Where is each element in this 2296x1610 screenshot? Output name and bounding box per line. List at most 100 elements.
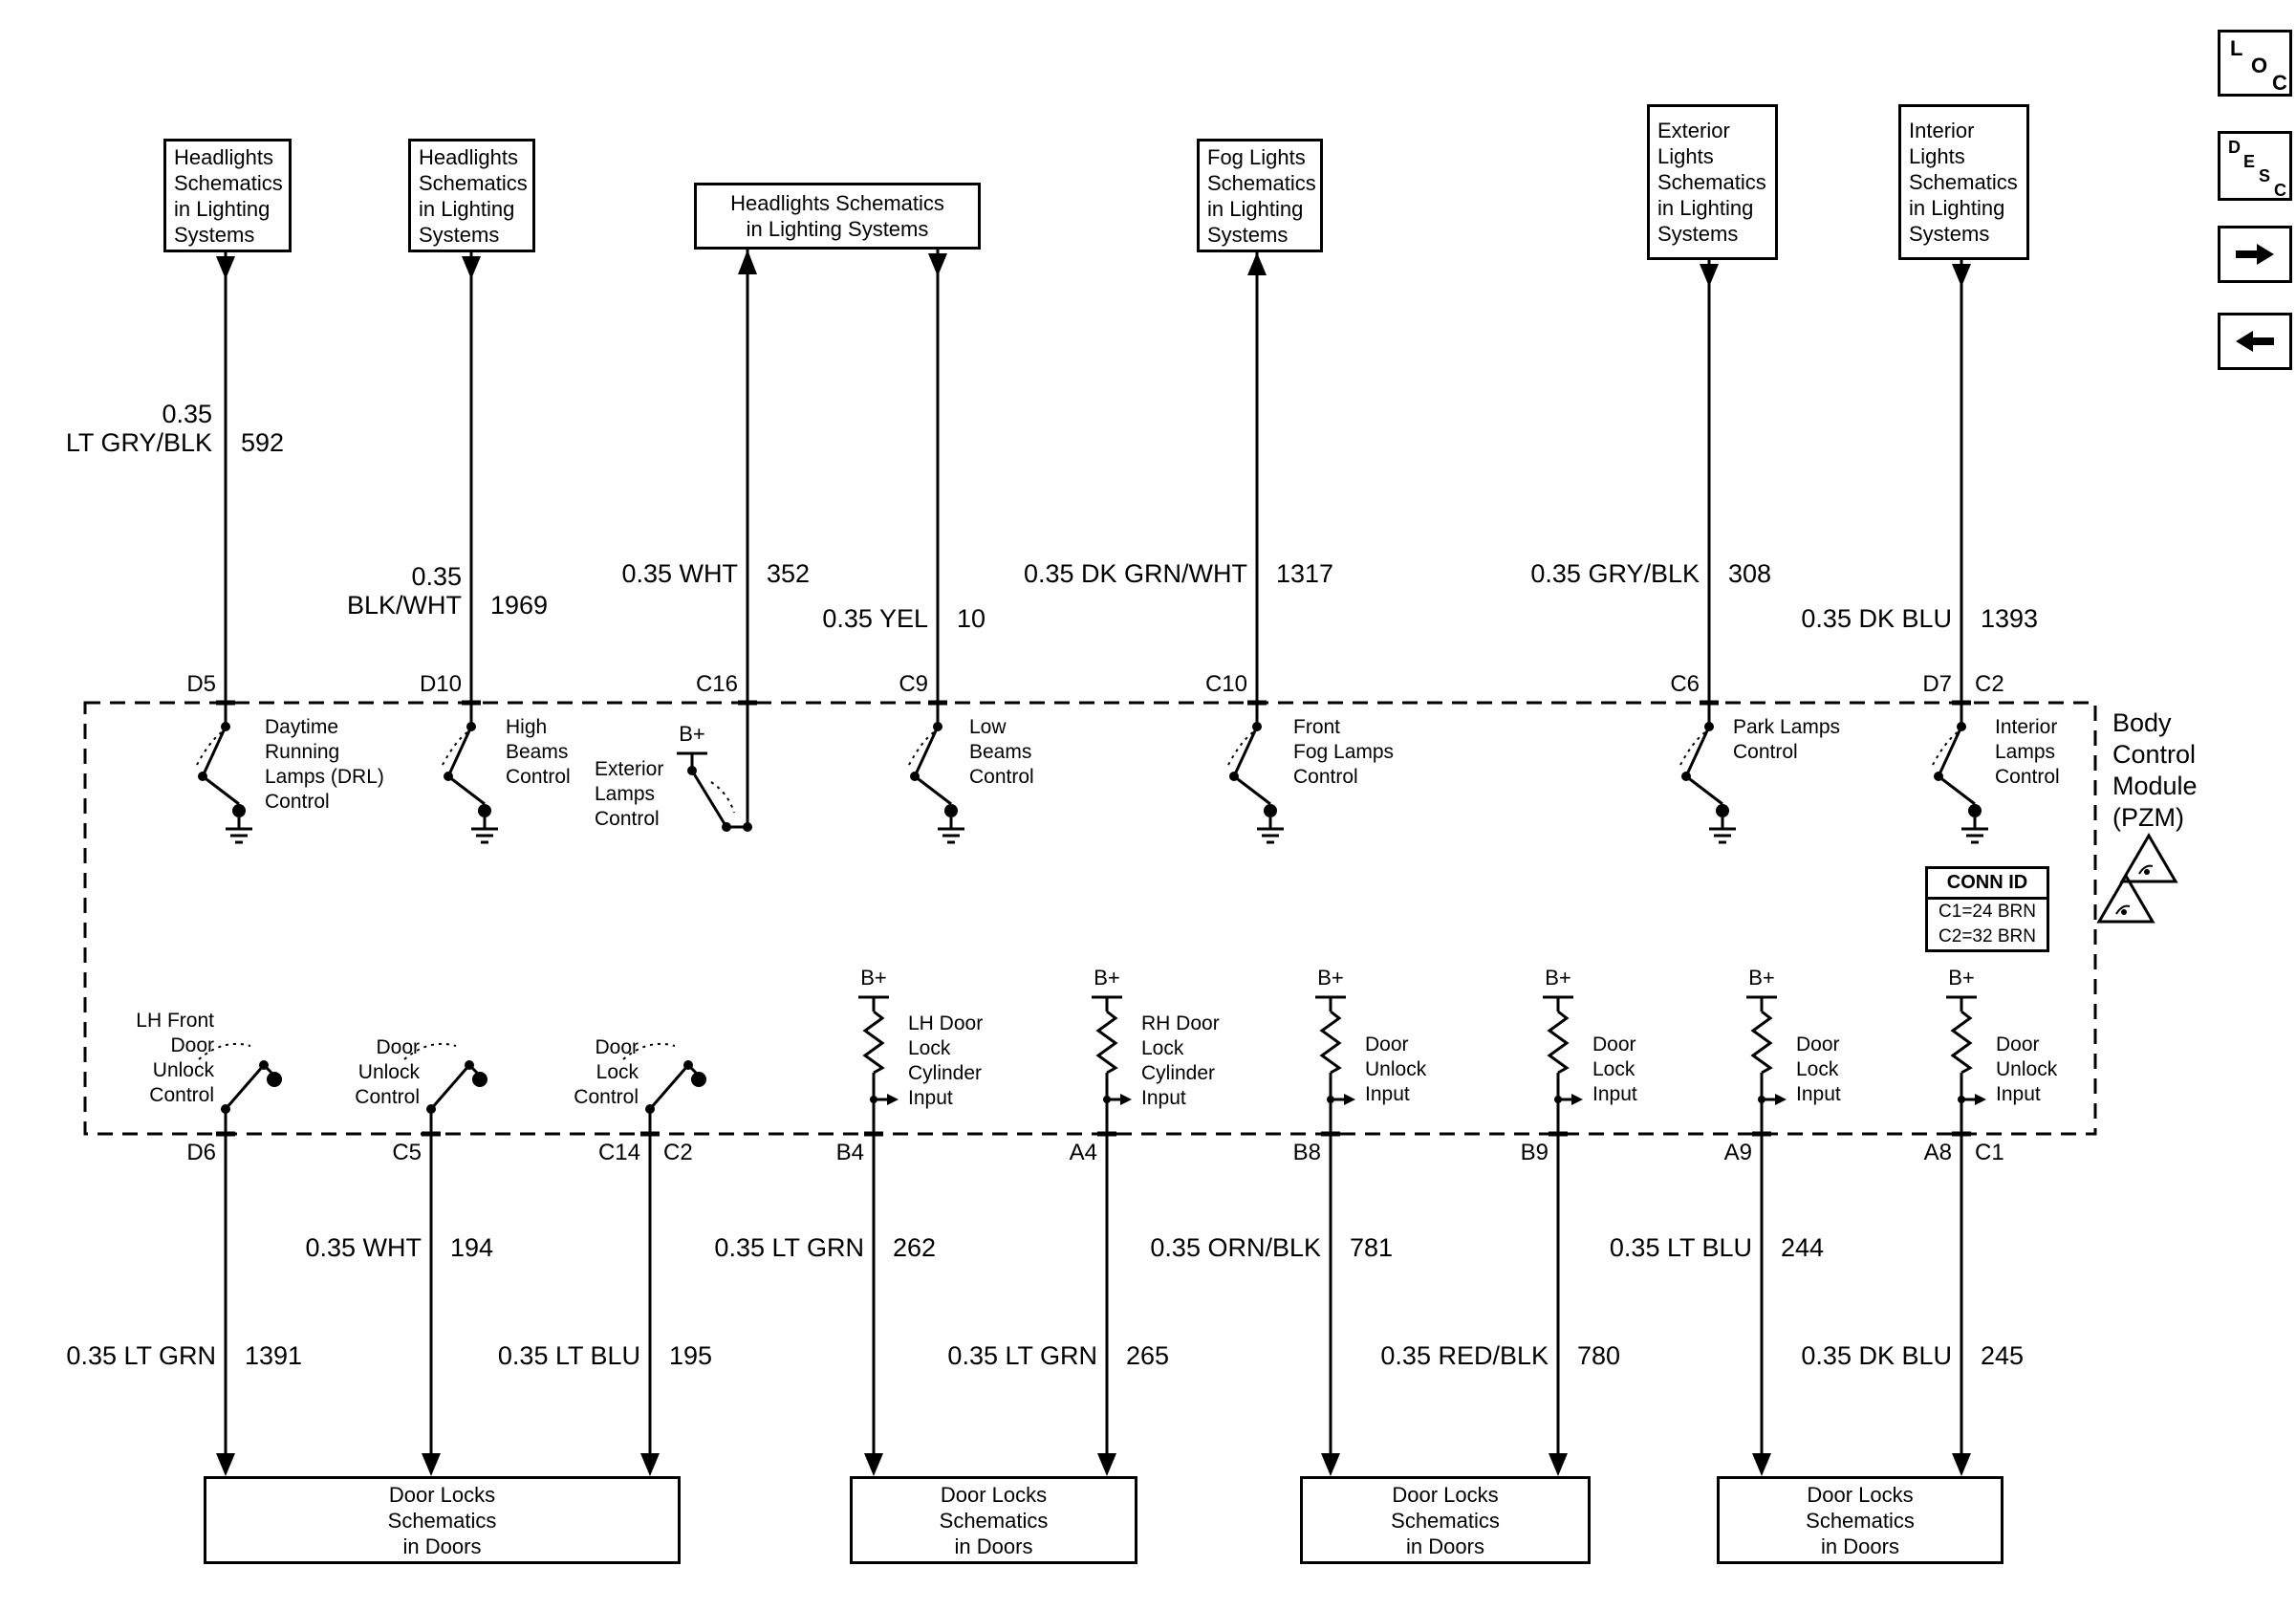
wire-c5-door-unlock <box>403 1042 487 1476</box>
wire-label: 0.35 RED/BLK <box>1380 1341 1549 1370</box>
wire-label: 0.35 DK BLU <box>1801 1341 1952 1370</box>
wire-label: 0.35 WHT <box>305 1233 422 1262</box>
ref-door-locks-schematics-2[interactable]: Door Locks Schematics in Doors <box>850 1476 1137 1564</box>
circuit-number: 245 <box>1981 1341 2025 1370</box>
pin-c14: C14 <box>597 1140 640 1165</box>
wire-c10-front-fog <box>1227 252 1284 844</box>
bplus-label: B+ <box>1748 966 1775 990</box>
ref-headlights-schematics-2[interactable]: Headlights Schematics in Lighting System… <box>408 139 535 252</box>
label-door-lock-input-2: Door Lock Input <box>1796 1033 1841 1105</box>
wire-d5-drl <box>196 252 252 844</box>
circuit-number: 780 <box>1577 1341 1621 1370</box>
desc-letter: C <box>2274 181 2286 200</box>
label-door-unlock-input-1: Door Unlock Input <box>1365 1033 1427 1105</box>
desc-letter: S <box>2259 166 2271 185</box>
ref-door-locks-schematics-4[interactable]: Door Locks Schematics in Doors <box>1717 1476 2004 1564</box>
circuit-number: 195 <box>669 1341 713 1370</box>
label-drl-control: Daytime Running Lamps (DRL) Control <box>265 716 384 813</box>
ref-door-locks-schematics-3[interactable]: Door Locks Schematics in Doors <box>1300 1476 1591 1564</box>
pin-c16: C16 <box>695 671 738 697</box>
wire-c6-park-lamps <box>1679 260 1736 844</box>
wire-d10-high-beams <box>442 252 498 844</box>
pin-c2-bottom: C2 <box>663 1140 693 1165</box>
pin-b4: B4 <box>835 1140 864 1165</box>
ref-door-locks-schematics-1[interactable]: Door Locks Schematics in Doors <box>204 1476 681 1564</box>
wire-c14-door-lock <box>622 1042 706 1476</box>
circuit-number: 244 <box>1781 1233 1825 1262</box>
circuit-number: 262 <box>893 1233 937 1262</box>
conn-id-c2: C2=32 BRN <box>1939 926 2036 946</box>
bplus-label: B+ <box>1948 966 1975 990</box>
pin-c10: C10 <box>1204 671 1247 697</box>
label-interior-lamps-control: Interior Lamps Control <box>1995 716 2060 788</box>
arrow-right-icon <box>2236 244 2274 265</box>
label-exterior-lamps-control: Exterior Lamps Control <box>595 758 664 830</box>
pin-a8: A8 <box>1923 1140 1952 1165</box>
pin-c1: C1 <box>1975 1140 2004 1165</box>
wire-b4-lh-cylinder-input <box>858 995 899 1476</box>
wire-label: 0.35 DK GRN/WHT <box>1023 559 1247 588</box>
pin-c5: C5 <box>392 1140 422 1165</box>
desc-letter: E <box>2243 152 2256 171</box>
circuit-number: 10 <box>957 604 986 633</box>
conn-id-box: CONN ID C1=24 BRN C2=32 BRN <box>1925 866 2049 952</box>
label-rh-cylinder-input: RH Door Lock Cylinder Input <box>1141 1012 1220 1109</box>
wire-label: 0.35 LT BLU <box>497 1341 640 1370</box>
label-door-unlock-input-2: Door Unlock Input <box>1996 1033 2058 1105</box>
next-page-button[interactable] <box>2218 226 2292 283</box>
desc-letter: D <box>2228 138 2241 157</box>
label-door-lock-input-1: Door Lock Input <box>1592 1033 1637 1105</box>
ref-fog-lights-schematics[interactable]: Fog Lights Schematics in Lighting System… <box>1197 139 1323 252</box>
circuit-number: 592 <box>241 428 285 457</box>
loc-letter: L <box>2230 36 2243 60</box>
loc-letter: O <box>2251 54 2268 77</box>
wire-c16-exterior-lamps <box>677 250 757 832</box>
label-front-fog-control: Front Fog Lamps Control <box>1293 716 1395 788</box>
ref-headlights-schematics-wide[interactable]: Headlights Schematics in Lighting System… <box>694 183 981 250</box>
module-name: Body Control Module (PZM) <box>2112 708 2198 832</box>
circuit-number: 1391 <box>245 1341 303 1370</box>
wire-label: 0.35 LT GRN <box>947 1341 1097 1370</box>
ref-exterior-lights-schematics[interactable]: Exterior Lights Schematics in Lighting S… <box>1647 104 1778 260</box>
circuit-number: 1317 <box>1276 559 1334 588</box>
wire-b9-door-lock-input <box>1543 995 1583 1476</box>
wire-b8-door-unlock-input <box>1315 995 1355 1476</box>
loc-button[interactable]: L O C <box>2218 30 2292 97</box>
circuit-number: 1969 <box>490 591 549 620</box>
wire-label: 0.35 LT GRY/BLK <box>65 400 212 457</box>
bplus-label: B+ <box>1094 966 1120 990</box>
label-lh-front-door-unlock: LH Front Door Unlock Control <box>136 1010 214 1106</box>
wire-label: 0.35 BLK/WHT <box>346 562 462 620</box>
pin-b8: B8 <box>1292 1140 1321 1165</box>
module-dashed-outline <box>83 701 2097 1136</box>
wire-label: 0.35 LT GRN <box>66 1341 216 1370</box>
desc-button[interactable]: D E S C <box>2218 131 2292 201</box>
label-door-unlock-control: Door Unlock Control <box>355 1036 420 1108</box>
previous-page-button[interactable] <box>2218 313 2292 370</box>
bplus-label: B+ <box>679 722 705 746</box>
circuit-number: 1393 <box>1981 604 2039 633</box>
wire-label: 0.35 LT BLU <box>1609 1233 1752 1262</box>
pin-b9: B9 <box>1520 1140 1549 1165</box>
wire-label: 0.35 YEL <box>822 604 928 633</box>
pin-c2-top: C2 <box>1975 671 2004 697</box>
circuit-number: 308 <box>1728 559 1772 588</box>
circuit-number: 781 <box>1350 1233 1394 1262</box>
wire-label: 0.35 GRY/BLK <box>1530 559 1700 588</box>
ref-headlights-schematics-1[interactable]: Headlights Schematics in Lighting System… <box>163 139 292 252</box>
conn-id-c1: C1=24 BRN <box>1939 902 2036 922</box>
loc-letter: C <box>2272 71 2287 95</box>
pin-c9: C9 <box>899 671 928 697</box>
wire-d6-lh-front-door-unlock <box>198 1042 282 1476</box>
pin-d6: D6 <box>186 1140 216 1165</box>
label-lh-cylinder-input: LH Door Lock Cylinder Input <box>908 1012 984 1109</box>
ref-interior-lights-schematics[interactable]: Interior Lights Schematics in Lighting S… <box>1898 104 2029 260</box>
wire-label: 0.35 ORN/BLK <box>1150 1233 1321 1262</box>
wire-d7-interior-lamps <box>1932 260 1988 844</box>
wire-c9-low-beams <box>908 250 964 844</box>
bplus-label: B+ <box>860 966 887 990</box>
wire-label: 0.35 DK BLU <box>1801 604 1952 633</box>
wire-label: 0.35 WHT <box>621 559 738 588</box>
bplus-label: B+ <box>1317 966 1344 990</box>
